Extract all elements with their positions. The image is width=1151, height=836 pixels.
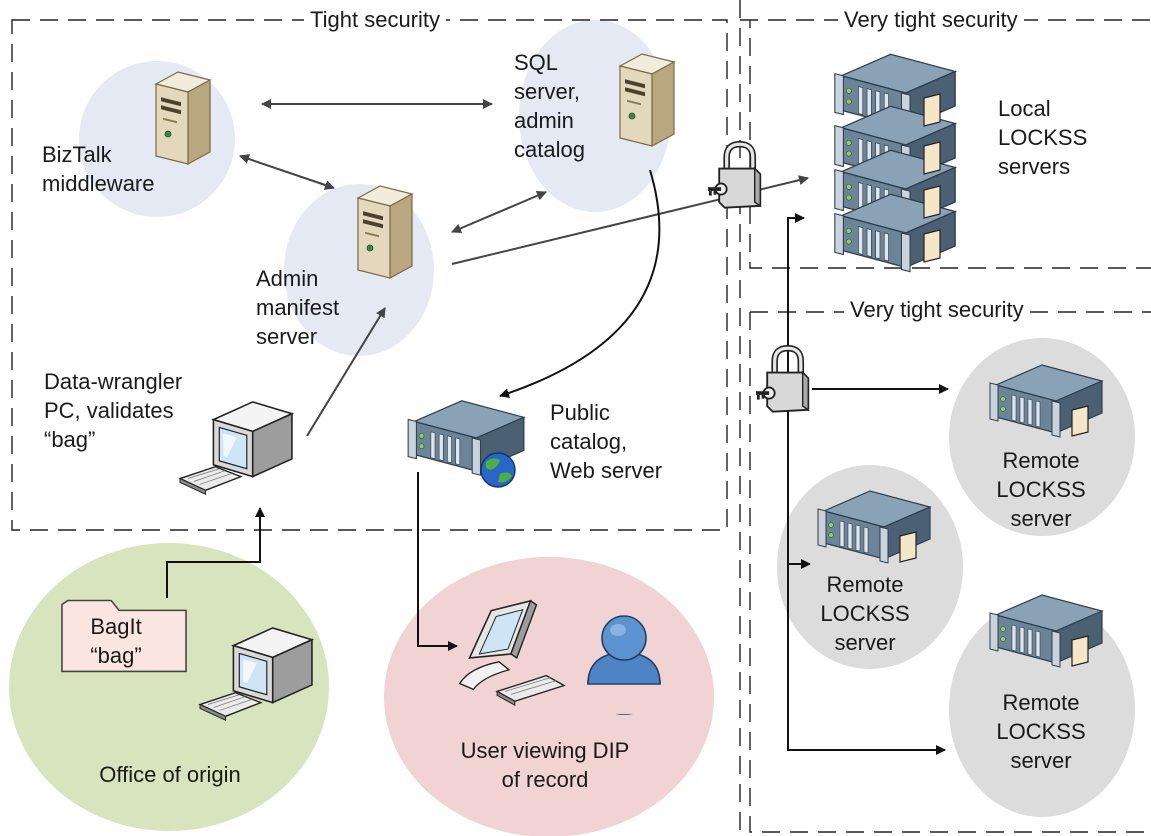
biztalk-label: BizTalk middleware xyxy=(42,142,155,196)
drive-tray xyxy=(1071,405,1089,437)
data-wrangler-label: Data-wrangler PC, validates “bag” xyxy=(44,369,183,452)
sql-public-catalog-link xyxy=(499,169,661,398)
rack-server-stack xyxy=(834,53,956,273)
wrangler-admin-link xyxy=(306,307,386,437)
very-tight-remote-title: Very tight security xyxy=(844,297,1030,323)
local-lockss-label: Local LOCKSS servers xyxy=(998,96,1088,179)
lock-local-link xyxy=(787,213,805,380)
catalog-user-link xyxy=(417,472,458,651)
padlock-icon xyxy=(708,144,760,207)
sql-server-label: SQL server, admin catalog xyxy=(514,50,585,162)
server-tower-icon xyxy=(155,71,211,165)
office-of-origin-label: Office of origin xyxy=(99,762,241,787)
server-tower-icon xyxy=(619,53,675,147)
admin-sql-link xyxy=(451,190,547,234)
very-tight-local-title: Very tight security xyxy=(838,7,1024,33)
padlock-icon xyxy=(756,348,808,411)
remote-lockss-c-label: Remote LOCKSS server xyxy=(996,690,1086,773)
globe-icon xyxy=(480,452,516,488)
lock-remote-c-link xyxy=(787,564,946,755)
server-tower-icon xyxy=(357,185,413,279)
tight-security-title: Tight security xyxy=(304,7,447,33)
tight-security-zone xyxy=(11,19,728,531)
user-zone xyxy=(384,557,714,836)
remote-lockss-a-label: Remote LOCKSS server xyxy=(996,448,1086,531)
bagit-label: BagIt “bag” xyxy=(90,614,142,668)
public-catalog-label: Public catalog, Web server xyxy=(550,400,663,483)
office-wrangler-link xyxy=(166,507,265,598)
admin-manifest-label: Admin manifest server xyxy=(256,266,340,349)
user-icon xyxy=(586,615,662,715)
drive-tray xyxy=(899,531,917,563)
remote-lockss-b-label: Remote LOCKSS server xyxy=(820,572,910,655)
desktop-pc-icon xyxy=(179,401,293,496)
drive-tray xyxy=(1071,635,1089,667)
user-viewing-dip-label: User viewing DIP of record xyxy=(460,738,630,792)
biztalk-admin-link xyxy=(239,154,335,190)
